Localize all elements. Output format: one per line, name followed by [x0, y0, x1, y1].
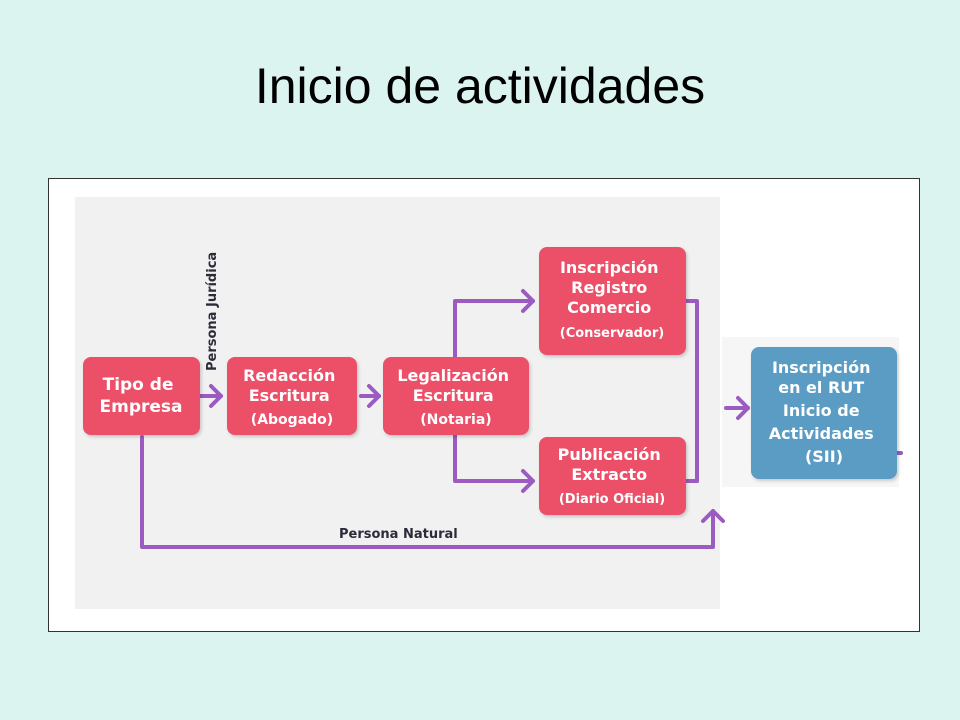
node-legalizacion-line-1: Legalización	[397, 366, 509, 385]
node-tipo-empresa-box	[83, 357, 200, 435]
diagram-frame: Tipo de Empresa Redacción Escritura (Abo…	[48, 178, 920, 632]
node-inscripcion-rut-box	[751, 347, 897, 479]
flow-diagram: Tipo de Empresa Redacción Escritura (Abo…	[75, 197, 903, 609]
node-publicacion-line-3: (Diario Oficial)	[559, 492, 665, 507]
label-persona-juridica: Persona Jurídica	[205, 252, 220, 371]
connector-legalizacion-to-publicacion	[453, 435, 535, 483]
node-inscripcion-registro-line-1: Inscripción	[560, 258, 659, 277]
node-legalizacion-box	[383, 357, 529, 435]
node-legalizacion-escritura: Legalización Escritura (Notaria)	[383, 357, 529, 435]
svg-text:Publicación Extracto: Publicación Extracto (Diario Oficial)	[558, 445, 667, 507]
arrowhead-rut	[736, 396, 750, 420]
node-tipo-empresa: Tipo de Empresa	[83, 357, 200, 435]
node-inscripcion-rut-line-5: (SII)	[805, 447, 843, 466]
arrowhead-legalizacion	[367, 384, 381, 408]
arrowhead-inscripcion	[521, 289, 535, 313]
connector-persona-natural	[140, 435, 715, 549]
node-publicacion-box	[539, 437, 686, 515]
connector-inscripcion-to-merge	[684, 299, 699, 483]
slide-title: Inicio de actividades	[254, 58, 706, 114]
node-redaccion-box	[227, 357, 357, 435]
svg-text:Tipo de Empresa: Tipo de Empresa	[100, 375, 183, 417]
node-publicacion-line-1: Publicación	[558, 445, 661, 464]
node-inscripcion-rut-line-3: Inicio de	[783, 401, 860, 420]
node-legalizacion-line-2: Escritura	[413, 386, 494, 405]
node-publicacion-line-2: Extracto	[571, 465, 647, 484]
node-redaccion-escritura: Redacción Escritura (Abogado)	[227, 357, 357, 435]
node-inscripcion-registro-line-2: Registro	[571, 278, 647, 297]
node-inscripcion-registro-box	[539, 247, 686, 355]
node-redaccion-line-2: Escritura	[249, 386, 330, 405]
arrowhead-persona-natural	[701, 509, 725, 523]
node-inscripcion-rut: Inscripción en el RUT Inicio de Activida…	[751, 347, 897, 479]
node-publicacion-extracto: Publicación Extracto (Diario Oficial)	[539, 437, 686, 515]
node-redaccion-line-1: Redacción	[243, 366, 335, 385]
node-inscripcion-rut-line-2: en el RUT	[778, 378, 864, 397]
node-inscripcion-rut-line-1: Inscripción	[772, 358, 871, 377]
node-inscripcion-registro-line-4: (Conservador)	[560, 326, 664, 341]
node-tipo-empresa-line-2: Empresa	[100, 397, 183, 417]
node-tipo-empresa-line-1: Tipo de	[103, 375, 174, 395]
svg-text:Legalización Escritura: Legalización Escritura (Notaria)	[397, 366, 514, 428]
node-inscripcion-registro: Inscripción Registro Comercio (Conservad…	[539, 247, 686, 355]
node-inscripcion-registro-line-3: Comercio	[567, 298, 651, 317]
node-redaccion-line-3: (Abogado)	[251, 412, 333, 428]
node-legalizacion-line-3: (Notaria)	[420, 412, 491, 428]
svg-text:Inscripción en el RUT: Inscripción en el RUT Inicio de Activida…	[769, 358, 880, 466]
node-inscripcion-rut-line-4: Actividades	[769, 424, 874, 443]
svg-text:Inscripción Registro: Inscripción Registro Comercio (Conservad…	[560, 258, 664, 341]
arrowhead-redaccion	[209, 384, 223, 408]
arrowhead-publicacion	[521, 469, 535, 493]
label-persona-natural: Persona Natural	[339, 527, 458, 542]
svg-text:Redacción Escritura: Redacción Escritura (Abogado)	[243, 366, 341, 428]
